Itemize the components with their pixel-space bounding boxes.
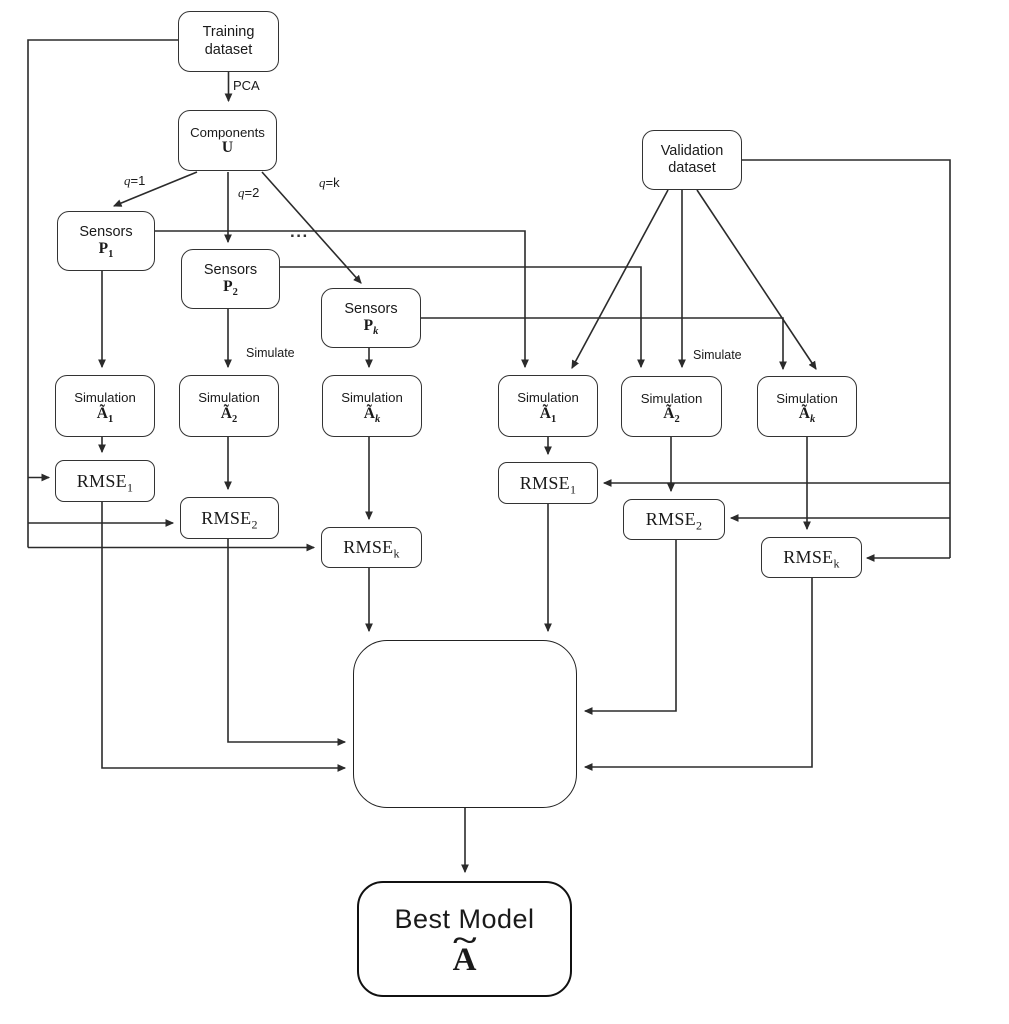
simulation-train-k-symbol: Ãk [363,404,381,425]
edge-label-q2: q=2 [238,185,260,200]
node-rmse-val-k: RMSEk [761,537,862,578]
node-rmse-val-1: RMSE1 [498,462,598,504]
ellipsis-between-sensors: ... [290,222,309,241]
training-dataset-label-line2: dataset [204,41,253,58]
sensors-2-label: Sensors [203,262,258,279]
edge-rmse-to-selection-chart [101,502,813,772]
edge-label-qk: q=k [319,175,340,190]
node-validation-dataset: Validation dataset [642,130,742,190]
node-simulation-train-1: Simulation Ã1 [55,375,155,437]
simulation-train-1-label: Simulation [74,390,136,406]
components-symbol: U [221,139,234,157]
node-sensors-k: Sensors Pk [321,288,421,348]
node-simulation-val-1: Simulation Ã1 [498,375,598,437]
node-sensors-1: Sensors P1 [57,211,155,271]
training-dataset-label-line1: Training [202,24,255,41]
node-rmse-train-k: RMSEk [321,527,422,568]
rmse-val-1-label: RMSE1 [519,472,577,497]
node-simulation-train-2: Simulation Ã2 [179,375,279,437]
simulation-train-1-symbol: Ã1 [96,404,114,425]
simulation-val-k-symbol: Ãk [798,405,816,426]
rmse-train-2-label: RMSE2 [201,507,258,532]
tilde-accent: ~ [452,923,477,957]
edge-sensors-to-train-simulations [98,271,373,369]
rmse-val-2-label: RMSE2 [645,509,703,533]
node-simulation-val-k: Simulation Ãk [757,376,857,437]
components-label: Components [190,124,265,140]
edge-label-simulate-left: Simulate [246,346,295,360]
simulation-val-k-label: Simulation [776,390,838,406]
edge-label-q1: q=1 [124,173,146,188]
simulation-val-1-symbol: Ã1 [539,404,557,425]
simulation-train-2-symbol: Ã2 [220,404,238,425]
sensors-k-symbol: Pk [363,317,379,338]
node-rmse-val-2: RMSE2 [623,499,725,540]
node-components: Components U [178,110,277,171]
rmse-train-1-label: RMSE1 [76,470,134,495]
node-simulation-val-2: Simulation Ã2 [621,376,722,437]
edge-training-to-rmse-feedback [27,39,316,552]
edge-label-pca: PCA [233,78,260,93]
node-rmse-train-2: RMSE2 [180,497,279,539]
edge-simulations-to-rmse [98,437,811,531]
node-sensors-2: Sensors P2 [181,249,280,309]
validation-dataset-label-line2: dataset [668,160,716,176]
sensors-1-symbol: P1 [98,240,114,261]
rmse-val-k-label: RMSEk [783,547,840,571]
node-best-model: Best Model ~ A [357,881,572,997]
rmse-train-k-label: RMSEk [343,537,400,561]
best-model-label: Best Model [394,903,535,934]
simulation-val-2-symbol: Ã2 [663,405,680,426]
sensors-1-label: Sensors [79,224,133,241]
node-model-selection-chart [353,640,577,808]
edge-label-simulate-right: Simulate [693,348,742,362]
edge-validation-to-simulations [571,189,817,370]
simulation-train-2-label: Simulation [198,390,260,406]
sensors-k-label: Sensors [344,301,398,318]
best-model-symbol: ~ A [452,923,477,978]
simulation-val-1-label: Simulation [517,390,579,406]
simulation-val-2-label: Simulation [640,390,703,406]
node-rmse-train-1: RMSE1 [55,460,155,502]
validation-dataset-label-line1: Validation [660,142,724,159]
edge-validation-to-rmse-feedback [602,159,951,562]
sensors-2-symbol: P2 [223,278,238,299]
node-training-dataset: Training dataset [178,11,279,72]
simulation-train-k-label: Simulation [341,390,403,406]
node-simulation-train-k: Simulation Ãk [322,375,422,437]
